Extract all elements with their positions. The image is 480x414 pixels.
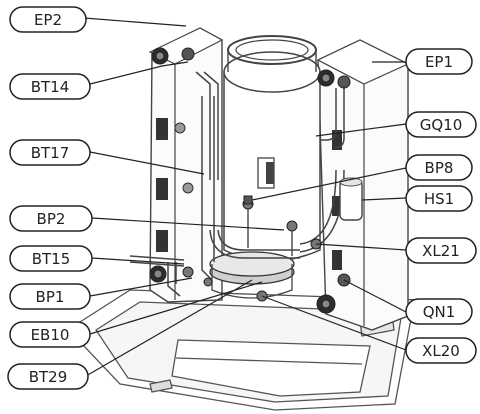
- callout-bp1: BP1: [9, 283, 91, 310]
- base-tray: [79, 289, 421, 411]
- callout-eb10: EB10: [9, 321, 91, 348]
- ep2-block: [148, 27, 224, 303]
- label-bp1: BP1: [36, 288, 65, 306]
- label-bt14: BT14: [31, 78, 70, 96]
- label-bp2: BP2: [37, 210, 66, 228]
- callout-hs1: HS1: [405, 185, 473, 212]
- connectors: [149, 47, 351, 314]
- callout-bt15: BT15: [9, 245, 93, 272]
- label-bt17: BT17: [31, 144, 70, 162]
- callout-xl20: XL20: [405, 337, 477, 364]
- callout-bt14: BT14: [9, 73, 91, 100]
- callout-qn1: QN1: [405, 298, 473, 325]
- ep1-block: [316, 39, 410, 331]
- label-bt15: BT15: [32, 250, 71, 268]
- callout-ep1: EP1: [405, 48, 473, 75]
- label-bp8: BP8: [425, 159, 454, 177]
- label-ep2: EP2: [34, 11, 62, 29]
- label-eb10: EB10: [31, 326, 70, 344]
- callout-bt29: BT29: [7, 363, 89, 390]
- callout-gq10: GQ10: [405, 111, 477, 138]
- callout-xl21: XL21: [405, 237, 477, 264]
- callout-bt17: BT17: [9, 139, 91, 166]
- pipework: [129, 71, 345, 297]
- label-qn1: QN1: [423, 303, 456, 321]
- callout-bp8: BP8: [405, 154, 473, 181]
- label-xl21: XL21: [422, 242, 460, 260]
- label-bt29: BT29: [29, 368, 68, 386]
- label-gq10: GQ10: [420, 116, 463, 134]
- label-ep1: EP1: [425, 53, 453, 71]
- callout-ep2: EP2: [9, 6, 87, 33]
- leader-lines: [83, 17, 407, 377]
- hs1-drier: [339, 177, 363, 221]
- label-hs1: HS1: [424, 190, 454, 208]
- callout-bp2: BP2: [9, 205, 93, 232]
- label-xl20: XL20: [422, 342, 460, 360]
